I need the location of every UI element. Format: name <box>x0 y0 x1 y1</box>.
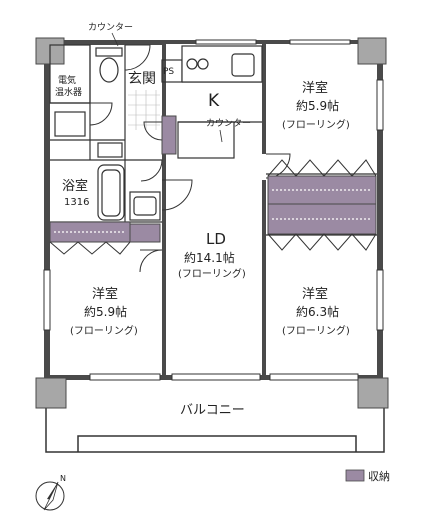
label-yoshitsu-se-floor: (フローリング) <box>282 324 350 337</box>
legend-label: 収納 <box>368 470 390 483</box>
label-onsuiki: 温水器 <box>55 86 82 98</box>
balcony-outline <box>45 378 385 453</box>
water-heater <box>54 111 86 137</box>
closet-rails <box>54 189 372 233</box>
label-yoshitsu-w-size: 約5.9帖 <box>84 304 127 319</box>
windows <box>43 39 384 381</box>
label-counter-k: カウンター <box>206 118 251 129</box>
label-k: K <box>208 91 220 111</box>
label-ld-floor: (フローリング) <box>178 267 246 280</box>
label-yoshitsu-se: 洋室 <box>302 286 328 302</box>
label-yoshitsu-w: 洋室 <box>92 286 118 302</box>
label-yoshitsu-ne: 洋室 <box>302 80 328 96</box>
counter-k-pointer <box>219 129 223 143</box>
label-genkan: 玄関 <box>128 70 156 87</box>
label-ld-size: 約14.1帖 <box>184 250 235 265</box>
label-counter-top: カウンター <box>88 22 133 33</box>
washbasin <box>97 142 161 221</box>
compass-icon: N <box>35 474 66 511</box>
label-balcony: バルコニー <box>180 403 245 418</box>
label-denki: 電気 <box>58 74 76 86</box>
bathtub <box>97 164 125 221</box>
label-yokushitsu: 浴室 <box>62 178 88 194</box>
toilet <box>95 47 123 83</box>
counter-pointer <box>111 32 119 47</box>
label-bath-size: 1316 <box>64 197 89 208</box>
closet-door-zigzags <box>49 159 377 255</box>
label-yoshitsu-w-floor: (フローリング) <box>70 324 138 337</box>
legend-swatch <box>345 469 365 482</box>
label-ld: LD <box>206 230 226 248</box>
door-swings <box>89 44 291 273</box>
label-yoshitsu-ne-floor: (フローリング) <box>282 118 350 131</box>
compass-label: N <box>60 474 66 483</box>
label-yoshitsu-ne-size: 約5.9帖 <box>296 98 339 113</box>
label-yoshitsu-se-size: 約6.3帖 <box>296 304 339 319</box>
genkan-tiles <box>128 90 160 130</box>
structural-columns <box>35 37 389 409</box>
label-ps: PS <box>163 67 174 77</box>
kitchen-counter <box>181 45 263 83</box>
